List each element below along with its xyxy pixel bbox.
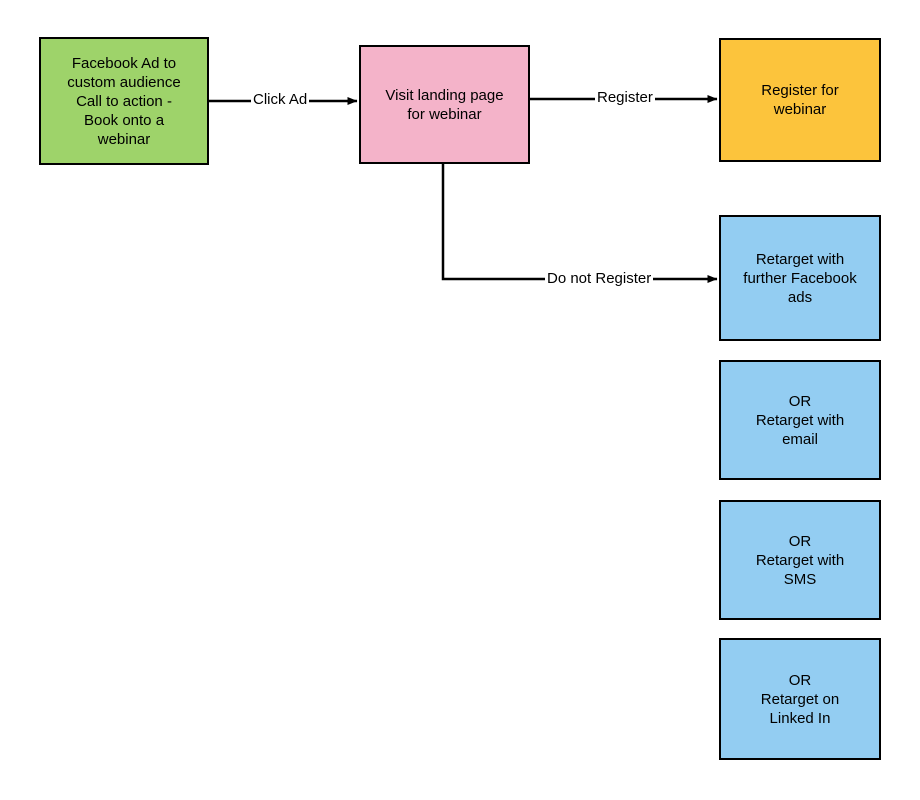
edge-label-register: Register (595, 89, 655, 106)
node-facebook-ad[interactable]: Facebook Ad to custom audience Call to a… (39, 37, 209, 165)
node-facebook-ad-label: Facebook Ad to custom audience Call to a… (67, 54, 181, 148)
edge-label-click-ad: Click Ad (251, 91, 310, 108)
node-retarget-linkedin[interactable]: OR Retarget on Linked In (719, 638, 881, 760)
node-retarget-linkedin-label: OR Retarget on Linked In (760, 671, 840, 727)
node-retarget-sms[interactable]: OR Retarget with SMS (719, 500, 881, 620)
node-retarget-email[interactable]: OR Retarget with email (719, 360, 881, 480)
node-retarget-sms-label: OR Retarget with SMS (755, 532, 845, 588)
node-landing-page[interactable]: Visit landing page for webinar (359, 45, 530, 164)
node-retarget-facebook-label: Retarget with further Facebook ads (743, 250, 857, 306)
node-register-webinar[interactable]: Register for webinar (719, 38, 881, 162)
node-retarget-email-label: OR Retarget with email (755, 392, 845, 448)
edge-label-do-not-register: Do not Register (545, 270, 654, 287)
node-landing-page-label: Visit landing page for webinar (385, 86, 504, 123)
node-register-webinar-label: Register for webinar (761, 82, 839, 118)
node-retarget-facebook[interactable]: Retarget with further Facebook ads (719, 215, 881, 341)
edge-do-not-register-path (441, 164, 718, 283)
